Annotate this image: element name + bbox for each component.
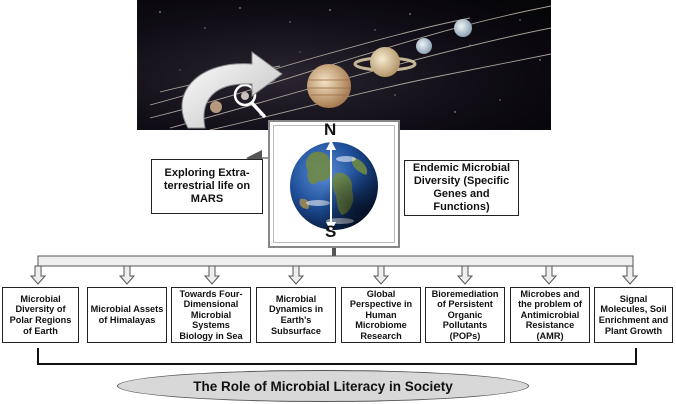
topic-himalayas: Microbial Assets of Himalayas bbox=[87, 287, 167, 343]
topic-human-microbiome: Global Perspective in Human Microbiome R… bbox=[341, 287, 421, 343]
topic-subsurface: Microbial Dynamics in Earth's Subsurface bbox=[256, 287, 336, 343]
topic-antimicrobial-resistance: Microbes and the problem of Antimicrobia… bbox=[510, 287, 590, 343]
south-label: S bbox=[325, 222, 337, 241]
topic-sea-systems-biology: Towards Four-Dimensional Microbial Syste… bbox=[171, 287, 251, 343]
topic-polar-regions: Microbial Diversity of Polar Regions of … bbox=[2, 287, 79, 343]
topic-bioremediation-pops: Bioremediation of Persistent Organic Pol… bbox=[425, 287, 505, 343]
topic-signal-molecules: Signal Molecules, Soil Enrichment and Pl… bbox=[594, 287, 673, 343]
endemic-diversity-box: Endemic Microbial Diversity (Specific Ge… bbox=[404, 160, 519, 216]
footer-title: The Role of Microbial Literacy in Societ… bbox=[117, 370, 529, 402]
north-label: N bbox=[324, 120, 337, 139]
mars-exploration-box: Exploring Extra-terrestrial life on MARS bbox=[151, 159, 263, 214]
